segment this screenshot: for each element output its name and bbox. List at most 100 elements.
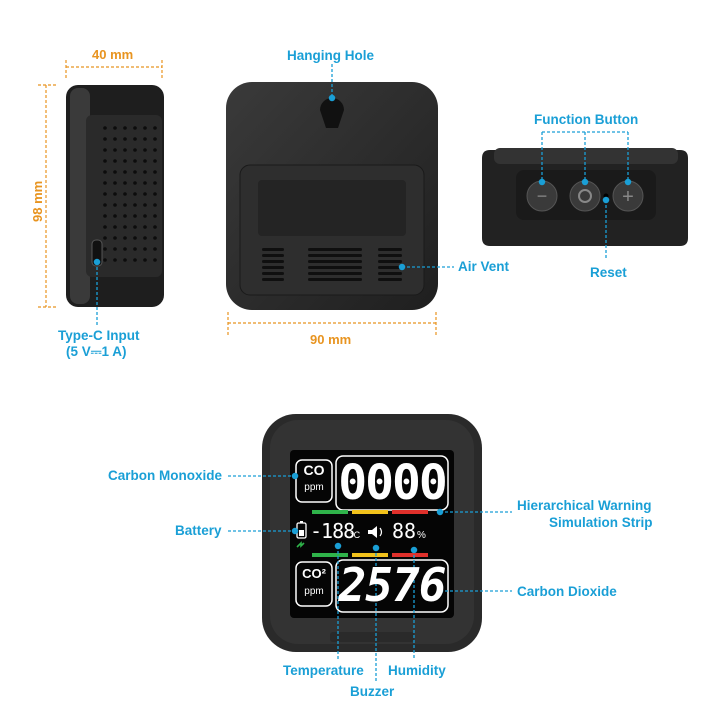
vent-hole [113, 236, 117, 240]
label-air-vent: Air Vent [458, 259, 510, 274]
vent-hole [133, 203, 137, 207]
vent-hole [143, 258, 147, 262]
vent-hole [103, 214, 107, 218]
vent-hole [123, 247, 127, 251]
vent-hole [153, 236, 157, 240]
vent-hole [103, 203, 107, 207]
vent-hole [113, 203, 117, 207]
vent-hole [153, 159, 157, 163]
vent-hole [103, 159, 107, 163]
vent-slot [308, 260, 362, 263]
vent-hole [123, 258, 127, 262]
vent-hole [113, 192, 117, 196]
vent-slot [378, 266, 402, 269]
callout-lines [93, 64, 632, 682]
vent-hole [143, 247, 147, 251]
vent-slot [262, 266, 284, 269]
vent-hole [123, 181, 127, 185]
vent-hole [133, 148, 137, 152]
vent-hole [103, 225, 107, 229]
top-view-device: − + [482, 148, 688, 246]
vent-hole [113, 126, 117, 130]
back-vent-slots [262, 248, 402, 281]
co2-value: 2576 [338, 558, 447, 612]
humidity-unit: % [417, 530, 426, 541]
vent-hole [103, 247, 107, 251]
label-warning-strip-line2: Simulation Strip [549, 515, 653, 530]
vent-hole [123, 137, 127, 141]
vent-hole [113, 170, 117, 174]
vent-hole [153, 258, 157, 262]
vent-hole [123, 126, 127, 130]
vent-slot [378, 272, 402, 275]
label-function-button: Function Button [534, 112, 639, 127]
vent-slot [308, 266, 362, 269]
vent-slot [262, 278, 284, 281]
vent-hole [113, 148, 117, 152]
vent-hole [113, 225, 117, 229]
vent-hole [133, 126, 137, 130]
svg-text:−: − [537, 186, 548, 206]
vent-hole [133, 181, 137, 185]
temperature-unit: °C [350, 530, 361, 540]
vent-slot [262, 254, 284, 257]
vent-hole [103, 137, 107, 141]
vent-hole [143, 236, 147, 240]
vent-hole [123, 192, 127, 196]
temperature-value: -188 [310, 519, 355, 543]
vent-hole [133, 236, 137, 240]
co2-unit-top: CO² [302, 566, 326, 581]
label-typec-spec: (5 V⎓1 A) [66, 344, 127, 359]
co2-unit-bottom: ppm [304, 586, 324, 597]
vent-hole [133, 247, 137, 251]
vent-hole [143, 137, 147, 141]
label-carbon-dioxide: Carbon Dioxide [517, 584, 617, 599]
dimension-width-back: 90 mm [310, 332, 352, 347]
vent-slot [308, 254, 362, 257]
vent-hole [153, 214, 157, 218]
vent-hole [143, 126, 147, 130]
vent-slot [308, 272, 362, 275]
vent-slot [262, 260, 284, 263]
vent-hole [153, 203, 157, 207]
vent-hole [153, 170, 157, 174]
vent-hole [113, 181, 117, 185]
vent-hole [143, 214, 147, 218]
vent-hole [133, 225, 137, 229]
svg-text:+: + [622, 186, 634, 208]
vent-hole [143, 192, 147, 196]
vent-hole [153, 148, 157, 152]
hanging-hole-shape [320, 98, 344, 128]
dimension-width-side: 40 mm [92, 47, 134, 62]
vent-hole [133, 258, 137, 262]
vent-hole [103, 148, 107, 152]
vent-slot [262, 272, 284, 275]
side-view-device [66, 85, 164, 307]
label-humidity: Humidity [388, 663, 446, 678]
vent-hole [153, 126, 157, 130]
back-view-device [226, 82, 438, 310]
vent-hole [133, 192, 137, 196]
vent-hole [133, 137, 137, 141]
side-vent-holes [103, 126, 157, 262]
label-carbon-monoxide: Carbon Monoxide [108, 468, 222, 483]
vent-slot [262, 248, 284, 251]
vent-hole [103, 181, 107, 185]
vent-hole [133, 170, 137, 174]
label-battery: Battery [175, 523, 222, 538]
vent-hole [103, 126, 107, 130]
co-value: 0000 [338, 455, 448, 511]
label-warning-strip-line1: Hierarchical Warning [517, 498, 652, 513]
vent-hole [103, 258, 107, 262]
vent-hole [113, 258, 117, 262]
label-buzzer: Buzzer [350, 684, 395, 699]
vent-slot [308, 278, 362, 281]
vent-hole [133, 214, 137, 218]
vent-hole [123, 214, 127, 218]
vent-hole [123, 225, 127, 229]
vent-slot [378, 260, 402, 263]
vent-hole [143, 159, 147, 163]
vent-hole [113, 159, 117, 163]
vent-hole [143, 225, 147, 229]
vent-slot [308, 248, 362, 251]
